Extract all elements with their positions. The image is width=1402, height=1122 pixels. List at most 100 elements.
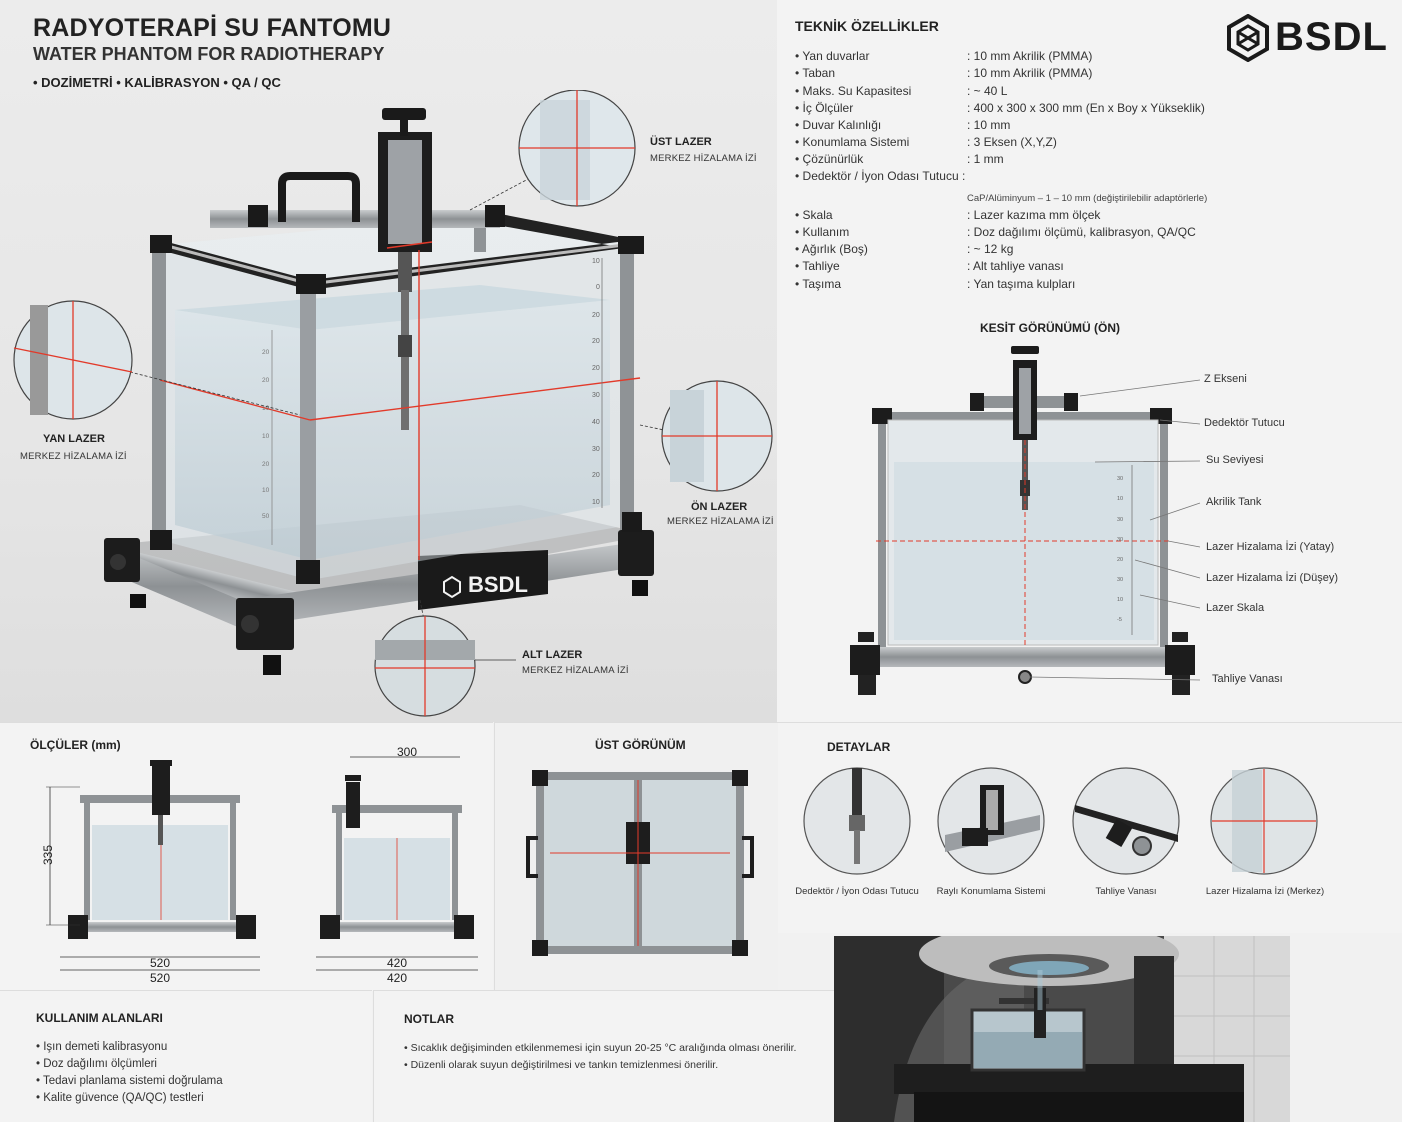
note-item: • Düzenli olarak suyun değiştirilmesi ve… bbox=[404, 1059, 719, 1071]
svg-text:10: 10 bbox=[1117, 496, 1123, 502]
spec-row: • Dedektör / İyon Odası Tutucu : bbox=[795, 169, 967, 183]
dim-height: 335 bbox=[41, 844, 56, 866]
svg-text:20: 20 bbox=[262, 349, 270, 356]
section-label: Lazer Hizalama İzi (Düşey) bbox=[1206, 572, 1339, 584]
spec-label: • Skala bbox=[795, 208, 833, 222]
spec-label: • Yan duvarlar bbox=[795, 49, 870, 63]
svg-text:10: 10 bbox=[592, 499, 600, 506]
svg-text:10: 10 bbox=[592, 258, 600, 265]
callout-front-sub: MERKEZ HİZALAMA İZİ bbox=[667, 516, 774, 527]
section-label: Su Seviyesi bbox=[1206, 454, 1264, 466]
spec-row: • İç Ölçüler: 400 x 300 x 300 mm (En x B… bbox=[795, 101, 1205, 115]
phantom-hero-illustration: BSDL bbox=[13, 90, 773, 717]
dim-front-width-2: 520 bbox=[150, 971, 171, 985]
spec-row: • Tahliye : Alt tahliye vanası bbox=[795, 259, 1064, 273]
title-en: WATER PHANTOM FOR RADIOTHERAPY bbox=[33, 44, 385, 64]
usage-panel bbox=[0, 990, 372, 1122]
top-view-drawing bbox=[526, 770, 754, 956]
spec-row: • Yan duvarlar : 10 mm Akrilik (PMMA) bbox=[795, 49, 1092, 63]
spec-row: • Çözünürlük : 1 mm bbox=[795, 152, 1004, 166]
svg-text:30: 30 bbox=[1117, 517, 1123, 523]
usage-title: KULLANIM ALANLARI bbox=[36, 1011, 163, 1025]
spec-value: : 10 mm bbox=[967, 118, 1011, 132]
svg-text:20: 20 bbox=[262, 377, 270, 384]
detail-laser-mark bbox=[1210, 767, 1318, 875]
zoom-circle-top bbox=[518, 90, 636, 207]
spec-row: • Konumlama Sistemi: 3 Eksen (X,Y,Z) bbox=[795, 135, 1057, 149]
detail-caption: Raylı Konumlama Sistemi bbox=[936, 886, 1046, 897]
section-label: Dedektör Tutucu bbox=[1204, 417, 1285, 429]
dim-front-width: 520 bbox=[150, 956, 171, 970]
spec-value: : 1 mm bbox=[967, 152, 1004, 166]
svg-text:30: 30 bbox=[1117, 537, 1123, 543]
svg-text:20: 20 bbox=[262, 461, 270, 468]
spec-label: • Konumlama Sistemi bbox=[795, 135, 910, 149]
spec-value: : ~ 40 L bbox=[967, 84, 1008, 98]
callout-top-sub: MERKEZ HİZALAMA İZİ bbox=[650, 153, 757, 164]
brand-logo-text: BSDL bbox=[1275, 15, 1388, 59]
svg-text:-5: -5 bbox=[1117, 617, 1122, 623]
spec-label: • İç Ölçüler bbox=[795, 101, 854, 115]
spec-row: • Kullanım: Doz dağılımı ölçümü, kalibra… bbox=[795, 225, 1196, 239]
callout-front-title: ÖN LAZER bbox=[691, 501, 748, 513]
detail-caption: Tahliye Vanası bbox=[1095, 886, 1157, 897]
svg-text:30: 30 bbox=[592, 392, 600, 399]
spec-label: • Kullanım bbox=[795, 225, 850, 239]
svg-text:20: 20 bbox=[592, 338, 600, 345]
notes-list: • Sıcaklık değişiminden etkilenmemesi iç… bbox=[404, 1040, 796, 1074]
svg-text:10: 10 bbox=[262, 433, 270, 440]
spec-row: • Taşıma : Yan taşıma kulpları bbox=[795, 277, 1075, 291]
spec-value: : Alt tahliye vanası bbox=[967, 259, 1064, 273]
detail-caption: Lazer Hizalama İzi (Merkez) bbox=[1205, 886, 1325, 897]
callout-bottom-title: ALT LAZER bbox=[522, 649, 583, 661]
zoom-circle-bottom bbox=[374, 615, 476, 717]
section-label: Tahliye Vanası bbox=[1212, 673, 1283, 685]
specs-title: TEKNİK ÖZELLİKLER bbox=[795, 18, 939, 34]
callout-side-sub: MERKEZ HİZALAMA İZİ bbox=[20, 451, 127, 462]
spec-label: • Tahliye bbox=[795, 259, 840, 273]
svg-text:30: 30 bbox=[1117, 476, 1123, 482]
linac-photo bbox=[834, 922, 1290, 1122]
spec-label: • Taban bbox=[795, 66, 836, 80]
spec-value: : Yan taşıma kulpları bbox=[967, 277, 1076, 291]
svg-text:50: 50 bbox=[262, 513, 270, 520]
spec-row: • Taban : 10 mm Akrilik (PMMA) bbox=[795, 66, 1092, 80]
details-circles bbox=[803, 767, 1318, 875]
spec-value: CaP/Alüminyum – 1 – 10 mm (değiştirilebi… bbox=[967, 193, 1208, 204]
callout-side-title: YAN LAZER bbox=[43, 433, 105, 445]
callout-bottom-sub: MERKEZ HİZALAMA İZİ bbox=[522, 665, 629, 676]
dim-side-top: 300 bbox=[397, 745, 418, 759]
spec-label: • Dedektör / İyon Odası Tutucu : bbox=[795, 169, 966, 183]
hero-brand-plate: BSDL bbox=[468, 572, 528, 597]
spec-row: • Duvar Kalınlığı: 10 mm bbox=[795, 118, 1010, 132]
spec-label: • Çözünürlük bbox=[795, 152, 864, 166]
spec-value: : 10 mm Akrilik (PMMA) bbox=[967, 66, 1093, 80]
section-label: Akrilik Tank bbox=[1206, 496, 1262, 508]
spec-label: • Taşıma bbox=[795, 277, 841, 291]
svg-text:20: 20 bbox=[592, 312, 600, 319]
dims-title: ÖLÇÜLER (mm) bbox=[30, 738, 121, 752]
detail-drain-valve bbox=[1072, 767, 1180, 875]
dim-side-width: 420 bbox=[387, 956, 408, 970]
detail-rail-system bbox=[937, 767, 1045, 875]
title-tr: RADYOTERAPİ SU FANTOMU bbox=[33, 14, 392, 42]
section-label: Lazer Skala bbox=[1206, 602, 1265, 614]
notes-title: NOTLAR bbox=[404, 1012, 454, 1026]
spec-row: CaP/Alüminyum – 1 – 10 mm (değiştirilebi… bbox=[795, 190, 1207, 204]
callout-top-title: ÜST LAZER bbox=[650, 136, 712, 148]
section-label: Lazer Hizalama İzi (Yatay) bbox=[1206, 541, 1335, 553]
details-title: DETAYLAR bbox=[827, 740, 891, 754]
spec-value: : ~ 12 kg bbox=[967, 242, 1014, 256]
svg-text:10: 10 bbox=[1117, 597, 1123, 603]
note-item: • Sıcaklık değişiminden etkilenmemesi iç… bbox=[404, 1042, 797, 1054]
dimension-drawings bbox=[46, 756, 478, 971]
usage-item: • Işın demeti kalibrasyonu bbox=[36, 1041, 168, 1053]
svg-text:20: 20 bbox=[592, 365, 600, 372]
zoom-circle-front bbox=[661, 380, 773, 492]
spec-value: : 10 mm Akrilik (PMMA) bbox=[967, 49, 1093, 63]
svg-text:20: 20 bbox=[592, 472, 600, 479]
svg-text:20: 20 bbox=[1117, 557, 1123, 563]
dim-side-width-2: 420 bbox=[387, 971, 408, 985]
